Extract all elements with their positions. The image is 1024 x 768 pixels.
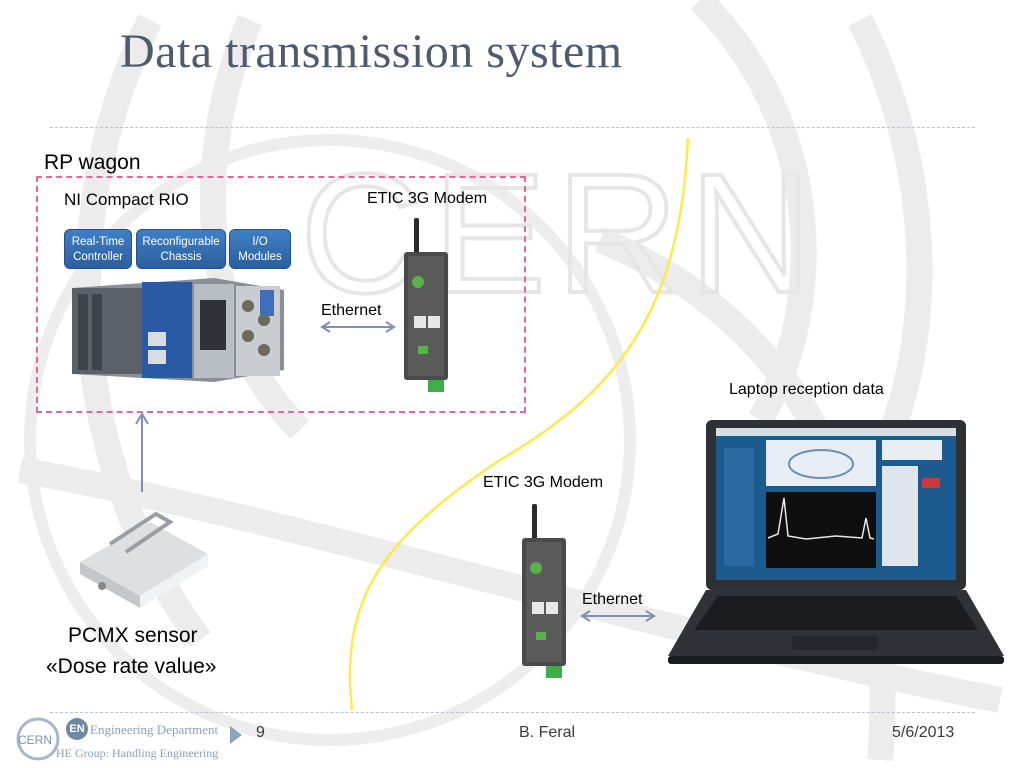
footer-divider — [50, 712, 975, 713]
double-arrow-icon — [580, 610, 656, 622]
modem-bottom-label: ETIC 3G Modem — [483, 474, 604, 491]
cern-logo-icon: CERN — [16, 717, 60, 761]
wireless-link-line — [348, 137, 690, 711]
department-logo: CERN EN Engineering Department HE Group:… — [8, 714, 248, 766]
laptop-image — [668, 420, 1004, 664]
sensor-image — [80, 511, 208, 608]
module-label: Reconfigurable Chassis — [142, 236, 220, 263]
ethernet-bottom-label: Ethernet — [582, 591, 643, 608]
triangle-bullet-icon — [230, 726, 242, 744]
rp-wagon-box — [36, 176, 526, 413]
ni-compact-rio-image — [72, 278, 284, 382]
page-number: 9 — [256, 724, 265, 741]
module-label: I/O Modules — [238, 236, 282, 263]
en-badge: EN — [66, 718, 88, 740]
author: B. Feral — [519, 724, 576, 741]
module-label: Real-Time Controller — [71, 236, 125, 263]
sensor-name: PCMX sensor — [68, 624, 198, 647]
sensor-description: «Dose rate value» — [46, 655, 217, 678]
svg-text:CERN: CERN — [18, 733, 52, 747]
slide-title: Data transmission system — [120, 25, 623, 78]
rp-wagon-label: RP wagon — [44, 151, 141, 174]
double-arrow-icon — [320, 321, 396, 333]
up-arrow-icon — [135, 412, 149, 492]
io-modules-badge: I/O Modules — [229, 229, 291, 269]
modem-bottom-image — [522, 504, 566, 678]
title-divider — [50, 127, 975, 128]
reconfigurable-chassis-badge: Reconfigurable Chassis — [136, 229, 226, 269]
cern-watermark: CERN — [300, 139, 822, 329]
date: 5/6/2013 — [892, 724, 955, 741]
laptop-label: Laptop reception data — [729, 381, 884, 398]
department-name: Engineering Department — [90, 722, 219, 737]
ni-compact-rio-label: NI Compact RIO — [64, 190, 189, 209]
modem-top-label: ETIC 3G Modem — [367, 190, 488, 207]
ethernet-top-label: Ethernet — [321, 302, 382, 319]
real-time-controller-badge: Real-Time Controller — [64, 229, 132, 269]
modem-top-image — [404, 218, 448, 392]
group-name: HE Group: Handling Engineering — [56, 746, 219, 760]
